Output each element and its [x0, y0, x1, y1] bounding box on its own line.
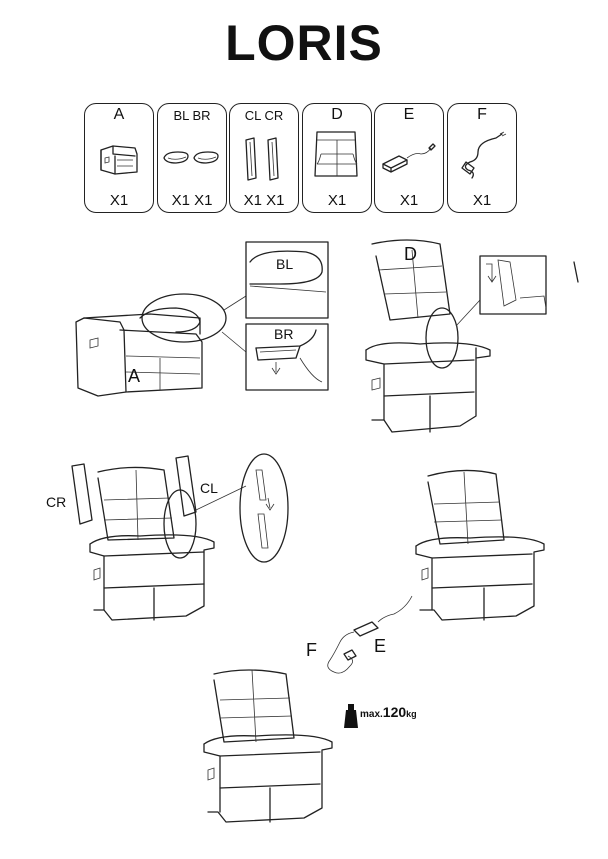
- product-title: LORIS: [225, 15, 383, 71]
- power-cable-icon: [461, 131, 507, 179]
- step3-side-panel-assembly: [71, 453, 289, 621]
- part-a-label: A: [128, 366, 141, 386]
- part-label: BL BR: [173, 108, 211, 123]
- part-label: A: [113, 106, 125, 123]
- label-e: E: [374, 636, 387, 656]
- part-quantity: X1 X1: [243, 192, 285, 209]
- side-panels-icon: [245, 137, 279, 181]
- part-label: F: [477, 106, 487, 123]
- assembled-recliner: [203, 669, 333, 823]
- label-f: F: [306, 640, 317, 660]
- part-label: D: [331, 106, 343, 123]
- part-quantity: X1: [109, 192, 129, 209]
- part-d-label: D: [404, 244, 417, 264]
- part-card-f: F X1: [447, 103, 517, 213]
- label-cr: CR: [46, 494, 67, 510]
- armrest-pads-icon: [163, 151, 219, 164]
- step1-base-assembly: [75, 241, 329, 397]
- callout-bl: BL: [276, 256, 294, 272]
- step2-backrest-assembly: [365, 239, 579, 433]
- recliner-base-icon: [100, 145, 138, 175]
- part-quantity: X1: [472, 192, 492, 209]
- weight-prefix: max.: [360, 709, 383, 720]
- max-weight-text: max.120kg: [360, 704, 417, 722]
- weight-unit: kg: [406, 709, 417, 719]
- part-card-e: E X1: [374, 103, 444, 213]
- part-quantity: X1 X1: [171, 192, 213, 209]
- part-card-c: CL CR X1 X1: [229, 103, 299, 213]
- backrest-icon: [314, 131, 358, 177]
- callout-br: BR: [274, 326, 294, 342]
- weight-value: 120: [382, 704, 407, 720]
- step4-cable-connection: [327, 469, 545, 674]
- part-label: E: [403, 106, 415, 123]
- part-quantity: X1: [399, 192, 419, 209]
- part-card-a: A X1: [84, 103, 154, 213]
- label-cl: CL: [200, 480, 218, 496]
- weight-icon: [344, 704, 358, 728]
- part-quantity: X1: [327, 192, 347, 209]
- part-label: CL CR: [244, 108, 284, 123]
- power-adapter-icon: [382, 143, 436, 173]
- part-card-b: BL BR X1 X1: [157, 103, 227, 213]
- part-card-d: D X1: [302, 103, 372, 213]
